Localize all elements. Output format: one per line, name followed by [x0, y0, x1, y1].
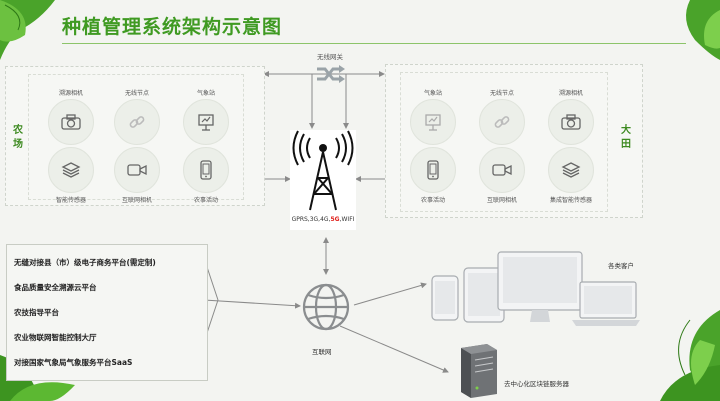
right-node-label: 溯源相机: [558, 90, 583, 97]
video-camera-icon: [492, 164, 512, 176]
weather-station-icon: [425, 114, 441, 131]
globe-icon: [302, 283, 350, 331]
video-camera-icon: [127, 164, 147, 176]
right-node-farm-activity[interactable]: 农事活动: [410, 147, 456, 204]
service-item[interactable]: 无缝对接县（市）级电子商务平台(需定制): [14, 258, 156, 267]
right-node-wireless[interactable]: 无线节点: [479, 90, 525, 145]
left-node-farm-activity[interactable]: 农事活动: [183, 147, 229, 204]
left-node-label: 农事活动: [193, 197, 218, 204]
right-node-label: 互联网相机: [486, 197, 517, 204]
field-side-label: 大 田: [621, 125, 631, 150]
link-icon: [129, 116, 145, 128]
service-item[interactable]: 对接国家气象局气象服务平台SaaS: [14, 358, 133, 367]
tower-caption-prefix: GPRS,3G,4G,: [291, 216, 331, 223]
server-icon: [461, 344, 497, 398]
clients-label: 各类客户: [608, 262, 634, 270]
tower-caption-suffix: ,WIFI: [339, 216, 355, 223]
left-node-weather[interactable]: 气象站: [183, 90, 229, 145]
left-node-net-camera[interactable]: 互联网相机: [114, 147, 160, 204]
right-node-weather[interactable]: 气象站: [410, 90, 456, 145]
server-label: 去中心化区块链服务器: [504, 380, 569, 388]
title-divider: [62, 43, 686, 44]
services-box: 无缝对接县（市）级电子商务平台(需定制) 食品质量安全溯源云平台 农技指导平台 …: [6, 244, 208, 381]
left-node-sensor[interactable]: 智能传感器: [48, 147, 94, 204]
internet-label: 互联网: [312, 348, 332, 356]
right-node-net-camera[interactable]: 互联网相机: [479, 147, 525, 204]
service-item[interactable]: 食品质量安全溯源云平台: [14, 283, 97, 292]
left-node-label: 气象站: [196, 90, 215, 97]
left-node-label: 智能传感器: [55, 197, 86, 204]
service-item[interactable]: 农技指导平台: [14, 308, 59, 317]
right-node-label: 气象站: [423, 90, 442, 97]
layers-icon: [61, 162, 81, 178]
weather-station-icon: [198, 114, 214, 131]
right-node-label: 无线节点: [489, 90, 514, 97]
left-node-label: 互联网相机: [121, 197, 152, 204]
left-node-trace-camera[interactable]: 溯源相机: [48, 90, 94, 145]
page-title: 种植管理系统架构示意图: [62, 16, 283, 38]
right-node-label: 农事活动: [420, 197, 445, 204]
layers-icon: [561, 162, 581, 178]
farm-side-label: 农 场: [13, 125, 23, 150]
link-icon: [494, 116, 510, 128]
wireless-gateway: 无线网关: [300, 51, 360, 91]
leaf-decoration-top-left: [0, 0, 55, 60]
left-node-wireless[interactable]: 无线节点: [114, 90, 160, 145]
tower-caption-5g: 5G: [330, 216, 340, 223]
cell-tower: GPRS,3G,4G,5G,WIFI: [290, 130, 356, 230]
left-node-label: 溯源相机: [58, 90, 83, 97]
tower-caption: GPRS,3G,4G,5G,WIFI: [290, 216, 356, 223]
right-node-label: 集成智能传感器: [549, 197, 592, 204]
phone-icon: [200, 160, 212, 180]
left-node-label: 无线节点: [124, 90, 149, 97]
shuffle-icon: [317, 65, 345, 83]
service-item[interactable]: 农业物联网智能控制大厅: [14, 333, 97, 342]
leaf-decoration-bottom-right: [660, 310, 720, 401]
gateway-label: 无线网关: [317, 53, 343, 61]
client-devices-illustration: [431, 251, 640, 326]
camera-icon: [61, 114, 81, 130]
cell-tower-icon: [292, 130, 354, 211]
phone-icon: [427, 160, 439, 180]
right-node-sensor[interactable]: 集成智能传感器: [548, 147, 594, 204]
right-node-trace-camera[interactable]: 溯源相机: [548, 90, 594, 145]
camera-icon: [561, 114, 581, 130]
leaf-decoration-top-right: [686, 0, 720, 60]
